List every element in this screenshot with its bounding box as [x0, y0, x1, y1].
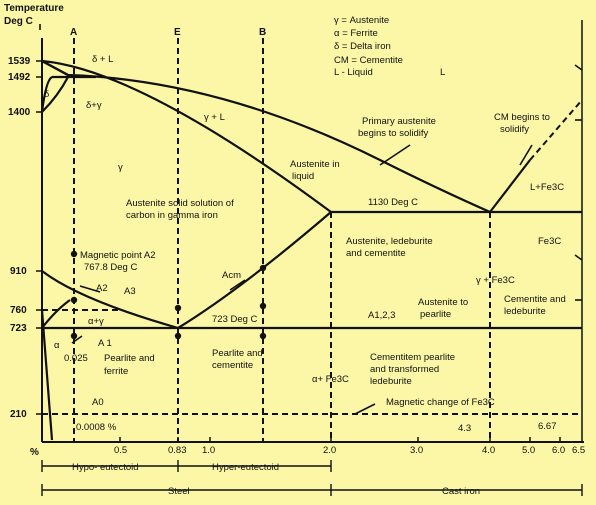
legend-cm: CM = Cementite: [334, 55, 403, 66]
liquidus-main: [41, 60, 491, 214]
bottom-brackets: [41, 460, 583, 496]
label-a3: A3: [124, 286, 136, 297]
austenite-liquid-2: liquid: [292, 171, 314, 182]
hypo-eutectoid: Hypo- eutectoid: [72, 462, 139, 473]
austenite-pearlite-1: Austenite to: [418, 297, 468, 308]
annotation-arrows: [39, 24, 583, 415]
ferrite-solvus: [40, 309, 54, 441]
carbon-0-5: 0.5: [114, 445, 127, 456]
label-0-0008: 0.0008 %: [76, 422, 117, 433]
pearlite-cementite-1: Pearlite and: [212, 348, 263, 359]
pearlite-ferrite-1: Pearlite and: [104, 353, 155, 364]
tick-723: 723: [10, 323, 27, 334]
pearlite-ferrite-2: ferrite: [104, 366, 128, 377]
acm-line: [177, 211, 332, 329]
magnetic-fe3c-label: Magnetic change of Fe3C: [386, 397, 495, 408]
region-alpha-fe3c: α+ Fe3C: [312, 374, 349, 385]
tick-1400: 1400: [8, 107, 31, 118]
region-delta-l: δ + L: [92, 54, 113, 65]
hypereutectic-liquidus: [489, 159, 531, 213]
tick-210: 210: [10, 409, 27, 420]
magnetic-point-1: Magnetic point A2: [80, 250, 156, 261]
cementite-pearlite-1: Cementitem pearlite: [370, 352, 455, 363]
tick-1539: 1539: [8, 56, 31, 67]
carbon-6-5: 6.5: [572, 445, 585, 456]
legend-delta: δ = Delta iron: [334, 41, 391, 52]
austenite-pearlite-2: pearlite: [420, 309, 451, 320]
delta-left: [40, 76, 53, 113]
tick-1492: 1492: [8, 72, 31, 83]
region-l-fe3c: L+Fe3C: [530, 182, 564, 193]
austenite-ledeburite-2: and cementite: [346, 248, 406, 259]
region-alpha-gamma: α+γ: [88, 316, 104, 327]
cementite-pearlite-3: ledeburite: [370, 376, 412, 387]
solid-solution-2: carbon in gamma iron: [126, 210, 218, 221]
region-alpha: α: [54, 340, 60, 351]
cm-begins-1: CM begins to: [494, 112, 550, 123]
primary-austenite-2: begins to solidify: [358, 128, 428, 139]
label-acm: Acm: [222, 270, 241, 281]
label-a2: A2: [96, 283, 108, 294]
column-b: B: [259, 27, 266, 38]
column-a: A: [70, 27, 77, 38]
austenite-ledeburite-1: Austenite, ledeburite: [346, 236, 433, 247]
primary-austenite-1: Primary austenite: [362, 116, 436, 127]
label-a1: A 1: [98, 338, 112, 349]
label-4-3: 4.3: [458, 423, 471, 434]
alpha-left: [41, 299, 71, 329]
region-delta-gamma: δ+γ: [86, 100, 102, 111]
magnetic-point-2: 767.8 Deg C: [84, 262, 137, 273]
cementite-ledeburite-1: Cementite and: [504, 294, 566, 305]
column-e: E: [174, 27, 181, 38]
region-delta: δ: [44, 89, 49, 100]
percent-symbol: %: [30, 447, 39, 458]
cast-iron-label: Cast iron: [442, 486, 480, 497]
region-gamma-fe3c: γ + Fe3C: [476, 275, 515, 286]
hyper-eutectoid: Hyper-eutectoid: [212, 462, 279, 473]
label-a0: A0: [92, 397, 104, 408]
pearlite-cementite-2: cementite: [212, 360, 253, 371]
label-6-67: 6.67: [538, 421, 557, 432]
carbon-0-83: 0.83: [168, 445, 187, 456]
carbon-1-0: 1.0: [202, 445, 215, 456]
carbon-5-0: 5.0: [522, 445, 535, 456]
label-0-025: 0.025: [64, 353, 88, 364]
carbon-3-0: 3.0: [410, 445, 423, 456]
region-gamma-l: γ + L: [204, 112, 225, 123]
carbon-6-0: 6.0: [552, 445, 565, 456]
legend-alpha: α = Ferrite: [334, 28, 378, 39]
region-gamma: γ: [118, 162, 123, 173]
region-fe3c: Fe3C: [538, 236, 561, 247]
legend-l-short: L: [440, 67, 445, 78]
steel-label: Steel: [168, 486, 190, 497]
austenite-liquid-1: Austenite in: [290, 159, 340, 170]
cementite-ledeburite-2: ledeburite: [504, 306, 546, 317]
cementite-pearlite-2: and transformed: [370, 364, 439, 375]
label-723: 723 Deg C: [212, 314, 258, 325]
axis-title-line1: Temperature: [4, 3, 64, 14]
tick-760: 760: [10, 305, 27, 316]
delta-liquidus: [41, 60, 69, 76]
tick-910: 910: [10, 266, 27, 277]
hypereutectic-liquidus-ext: [529, 99, 583, 161]
temperature-ticks: [36, 60, 42, 415]
legend-gamma: γ = Austenite: [334, 15, 389, 26]
solid-solution-1: Austenite solid solution of: [126, 198, 234, 209]
a3-line: [41, 270, 179, 330]
label-1130: 1130 Deg C: [368, 197, 418, 208]
solidus-upper: [41, 59, 332, 213]
marker-dots: [70, 250, 267, 340]
label-a123: A1,2,3: [368, 310, 395, 321]
cm-begins-2: solidify: [500, 124, 529, 135]
carbon-4-0: 4.0: [482, 445, 495, 456]
legend-l: L - Liquid: [334, 67, 373, 78]
carbon-2-0: 2.0: [323, 445, 336, 456]
axis-title-line2: Deg C: [4, 16, 33, 27]
delta-right: [41, 76, 69, 113]
